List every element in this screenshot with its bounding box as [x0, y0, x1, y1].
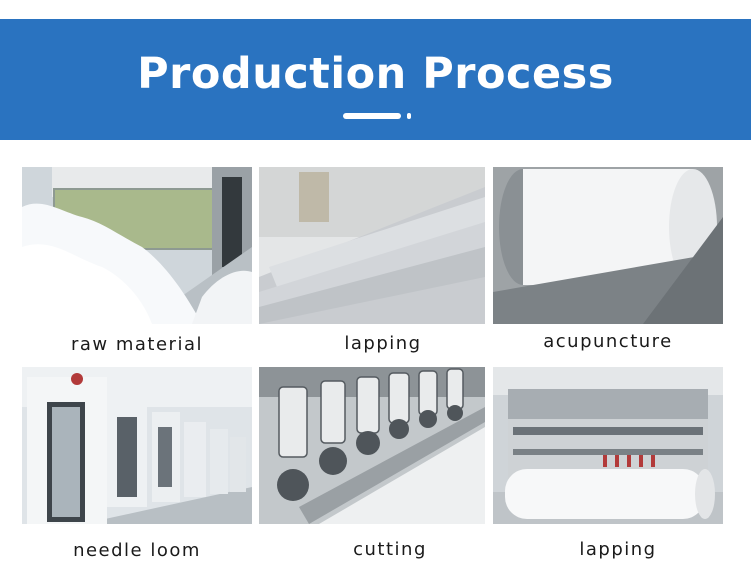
step-label-needle-loom: needle loom	[73, 540, 201, 561]
header-banner: Production Process	[0, 19, 751, 140]
photo-lapping	[259, 167, 485, 324]
photo-lapping-roll	[493, 367, 723, 524]
photo-raw-material	[22, 167, 252, 324]
step-label-cutting: cutting	[353, 539, 427, 560]
step-label-lapping-roll: lapping	[579, 539, 657, 560]
step-label-acupuncture: acupuncture	[543, 331, 673, 352]
photo-cutting	[259, 367, 485, 524]
photo-needle-loom	[22, 367, 252, 524]
photo-acupuncture	[493, 167, 723, 324]
page-title: Production Process	[137, 49, 614, 99]
step-label-lapping: lapping	[344, 333, 422, 354]
step-label-raw-material: raw material	[70, 334, 203, 355]
